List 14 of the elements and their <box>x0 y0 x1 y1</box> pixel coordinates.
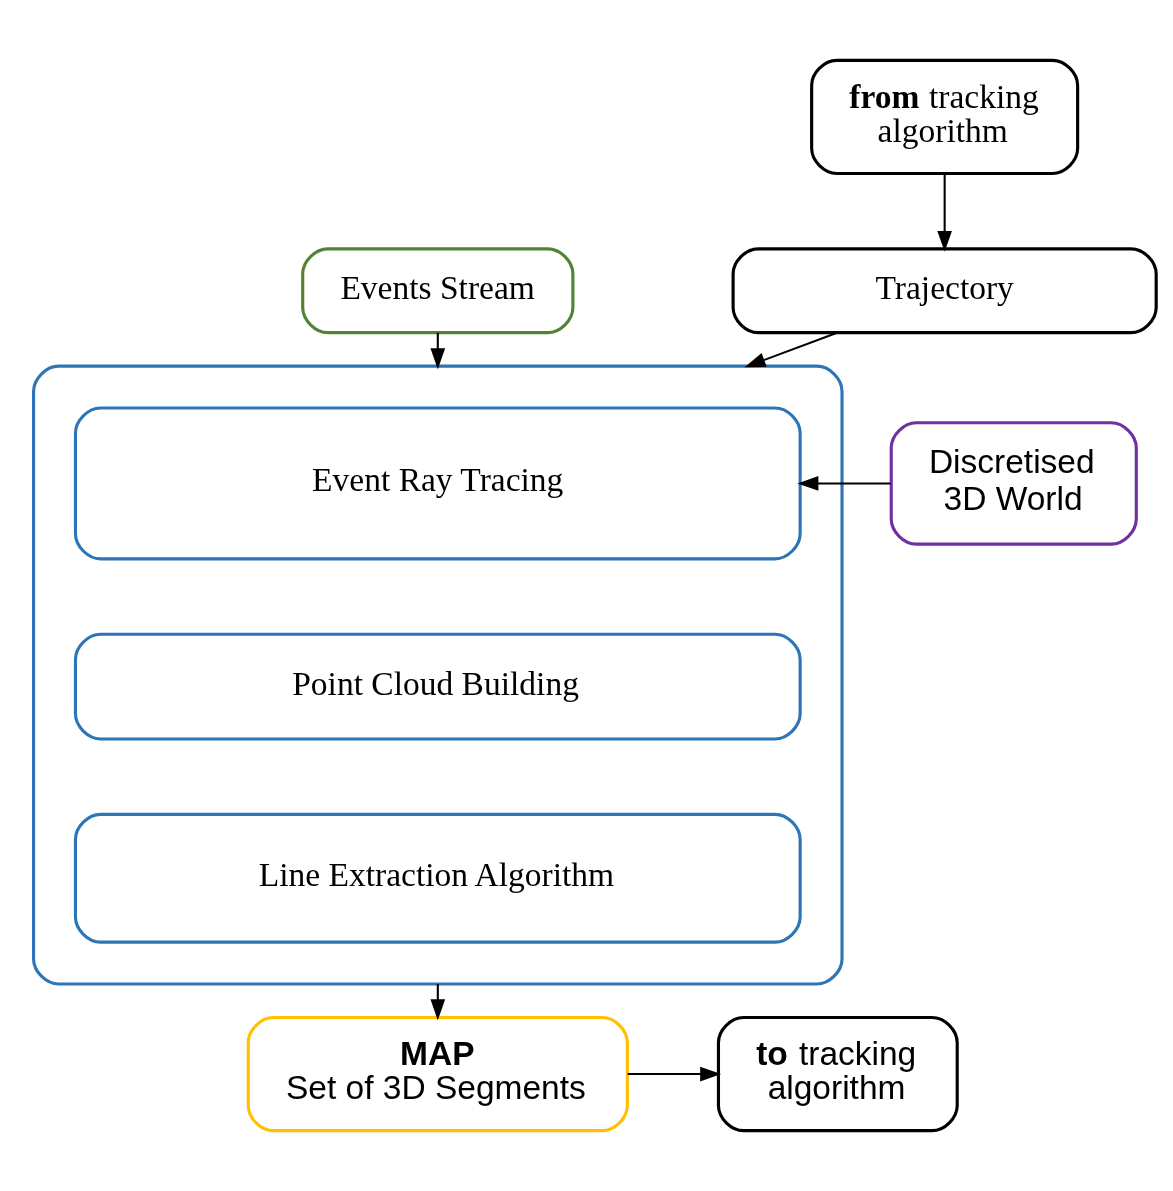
arrow <box>627 1066 722 1082</box>
cluster <box>32 364 844 986</box>
node-box: Discretised 3D World <box>889 421 1138 546</box>
node-box: Point Cloud Building <box>73 632 802 741</box>
node-box: Line Extraction Algorithm <box>73 812 802 944</box>
node-box: MAP Set of 3D Segments <box>246 1015 629 1133</box>
arrow <box>937 173 952 252</box>
node-box: Events Stream <box>301 247 575 335</box>
node-box: Trajectory <box>731 247 1158 335</box>
node-box: Event Ray Tracing <box>73 406 802 561</box>
arrow <box>797 476 891 491</box>
node-box: from tracking algorithm <box>810 58 1080 176</box>
node-box: to tracking algorithm <box>716 1015 959 1133</box>
arrow <box>744 331 838 368</box>
